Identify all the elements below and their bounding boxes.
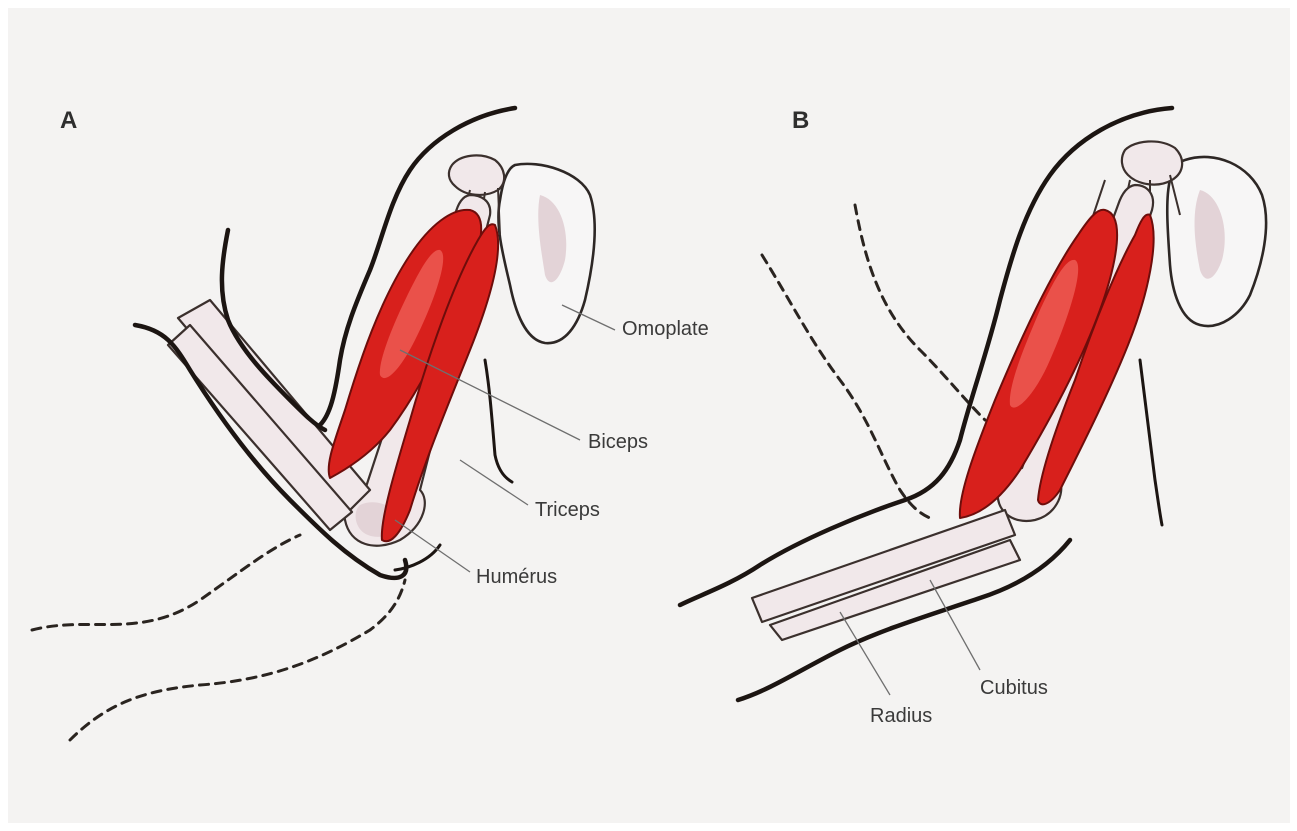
- panel-b-letter: B: [792, 107, 809, 134]
- label-triceps: Triceps: [535, 499, 600, 521]
- label-cubitus: Cubitus: [980, 677, 1048, 699]
- label-omoplate: Omoplate: [622, 318, 709, 340]
- shoulder-head-bone: [449, 155, 504, 195]
- label-radius: Radius: [870, 705, 932, 727]
- label-biceps: Biceps: [588, 431, 648, 453]
- label-humerus: Humérus: [476, 566, 557, 588]
- panel-a-letter: A: [60, 107, 77, 134]
- shoulder-head-bone-b: [1122, 141, 1182, 184]
